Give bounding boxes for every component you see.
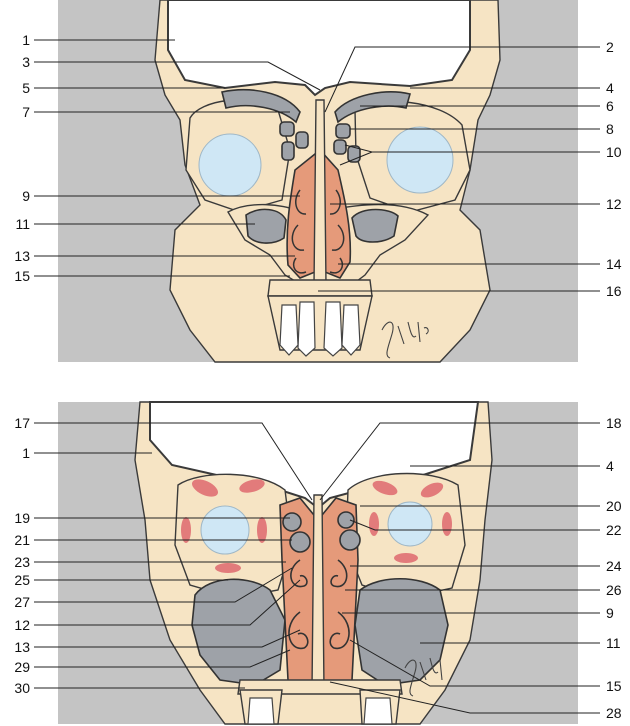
label-bottom-right-3: 22 bbox=[606, 522, 622, 538]
top-panel: 1 3 5 7 9 11 13 15 2 4 6 8 10 12 14 16 bbox=[14, 0, 621, 362]
label-bottom-left-10: 30 bbox=[14, 680, 30, 696]
label-top-right-0: 2 bbox=[606, 39, 614, 55]
bottom-panel: 17 1 19 21 23 25 27 12 13 29 30 18 4 20 … bbox=[14, 402, 621, 724]
label-top-left-5: 11 bbox=[15, 216, 30, 232]
bottom-right-eyeball bbox=[388, 502, 432, 546]
top-right-maxillary-sinus bbox=[352, 210, 398, 243]
label-top-left-1: 3 bbox=[22, 54, 30, 70]
label-bottom-right-6: 9 bbox=[606, 605, 614, 621]
label-bottom-right-2: 20 bbox=[606, 498, 622, 514]
label-top-left-7: 15 bbox=[14, 268, 30, 284]
label-bottom-left-3: 21 bbox=[14, 532, 30, 548]
label-bottom-left-7: 12 bbox=[14, 617, 30, 633]
label-top-left-2: 5 bbox=[22, 80, 30, 96]
label-top-right-1: 4 bbox=[606, 80, 614, 96]
bottom-left-eyeball bbox=[201, 506, 249, 554]
label-top-left-6: 13 bbox=[14, 248, 30, 264]
top-left-labels: 1 3 5 7 9 11 13 15 bbox=[14, 32, 30, 284]
label-bottom-right-4: 24 bbox=[606, 558, 622, 574]
label-top-left-0: 1 bbox=[22, 32, 30, 48]
label-bottom-left-5: 25 bbox=[14, 572, 30, 588]
label-top-right-6: 14 bbox=[606, 256, 622, 272]
top-right-eyeball bbox=[387, 127, 453, 193]
label-bottom-left-8: 13 bbox=[14, 639, 30, 655]
bottom-right-labels: 18 4 20 22 24 26 9 11 15 28 bbox=[606, 415, 622, 721]
label-bottom-left-1: 1 bbox=[22, 445, 30, 461]
label-top-right-7: 16 bbox=[606, 283, 622, 299]
label-bottom-right-0: 18 bbox=[606, 415, 622, 431]
label-bottom-right-8: 15 bbox=[606, 678, 622, 694]
bottom-left-labels: 17 1 19 21 23 25 27 12 13 29 30 bbox=[14, 415, 30, 696]
top-nasal-septum bbox=[314, 100, 326, 285]
bottom-nasal-septum bbox=[312, 495, 324, 690]
label-top-right-5: 12 bbox=[606, 196, 622, 212]
label-top-right-3: 8 bbox=[606, 121, 614, 137]
label-bottom-left-0: 17 bbox=[14, 415, 30, 431]
label-bottom-left-2: 19 bbox=[14, 510, 30, 526]
label-bottom-left-4: 23 bbox=[14, 554, 30, 570]
label-top-left-4: 9 bbox=[22, 188, 30, 204]
top-right-labels: 2 4 6 8 10 12 14 16 bbox=[606, 39, 622, 299]
label-top-right-2: 6 bbox=[606, 98, 614, 114]
label-bottom-right-9: 28 bbox=[606, 705, 622, 721]
label-bottom-left-9: 29 bbox=[14, 659, 30, 675]
label-bottom-left-6: 27 bbox=[14, 594, 30, 610]
label-bottom-right-5: 26 bbox=[606, 582, 622, 598]
top-left-eyeball bbox=[199, 134, 261, 196]
top-palate bbox=[268, 280, 372, 296]
label-top-left-3: 7 bbox=[22, 104, 30, 120]
label-top-right-4: 10 bbox=[606, 144, 622, 160]
label-bottom-right-7: 11 bbox=[606, 635, 621, 651]
top-left-maxillary-sinus bbox=[246, 209, 286, 243]
label-bottom-right-1: 4 bbox=[606, 458, 614, 474]
